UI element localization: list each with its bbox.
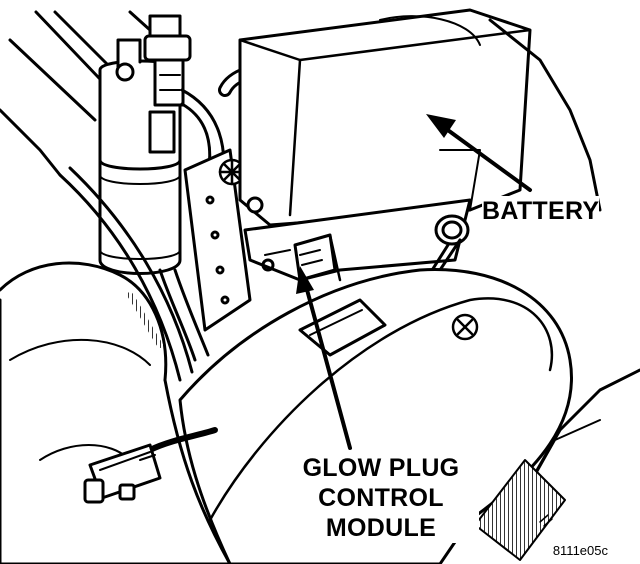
glow-plug-label-line-2: CONTROL [318,484,444,512]
battery-box [238,8,532,227]
module-arrowhead [296,266,314,294]
mounting-bracket [183,148,252,332]
module-arrow [304,284,352,450]
lower-left-liner [0,261,232,564]
fuel-filter-canister [98,14,192,275]
battery-label: BATTERY [482,196,600,226]
glow-plug-control-module-label: GLOW PLUG CONTROL MODULE [283,453,479,543]
right-body-edge [474,18,640,561]
glow-plug-label-line-1: GLOW PLUG [302,454,460,482]
glow-plug-label-line-3: MODULE [325,514,437,542]
battery-arrow [443,126,532,192]
battery-arrowhead [426,114,456,138]
wiring-harness [58,166,194,382]
phillips-screw [451,313,479,341]
glow-plug-control-module [293,233,337,282]
tick-marks [539,514,553,527]
sensor-connector [83,427,218,504]
figure-code: 8111e05c [552,543,608,558]
